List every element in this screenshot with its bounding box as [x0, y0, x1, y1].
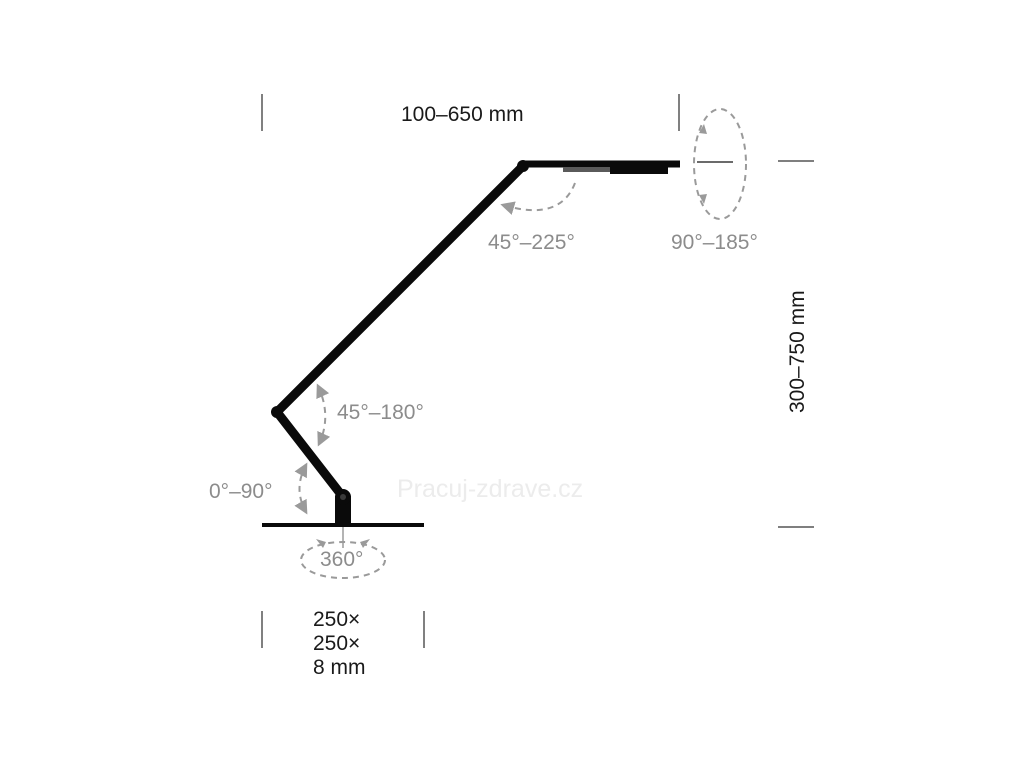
head-module [610, 166, 668, 174]
head-rotate-label: 90°–185° [671, 231, 758, 254]
lower-arm-indicator: 0°–90° [209, 462, 308, 515]
base-rotate-label: 360° [320, 548, 363, 571]
lower-arm-arrow [294, 462, 308, 515]
base-dimension: 250× 250× 8 mm [261, 608, 425, 679]
lamp [262, 160, 680, 548]
height-label: 300–750 mm [786, 290, 809, 413]
led-strip [563, 167, 611, 172]
base-rotate-arrow-left [316, 539, 326, 548]
upper-arm [272, 161, 528, 417]
head-tilt-label: 45°–225° [488, 231, 575, 254]
head-rotate-arrow-top [699, 124, 707, 134]
height-dimension: 300–750 mm [778, 160, 814, 528]
elbow-indicator: 45°–180° [316, 383, 424, 447]
base-label-line-2: 250× [313, 632, 360, 655]
elbow-joint [271, 406, 283, 418]
base-rotate-ellipse [300, 541, 386, 579]
head-tilt-arrow [500, 182, 576, 215]
head-rotate-indicator: 90°–185° [671, 108, 758, 254]
base-label-line-1: 250× [313, 608, 360, 631]
head-tilt-indicator: 45°–225° [488, 182, 576, 254]
reach-label: 100–650 mm [401, 103, 524, 126]
reach-dimension: 100–650 mm [261, 94, 680, 131]
head-rotate-ellipse [693, 108, 747, 220]
base-rotate-indicator: 360° [300, 539, 386, 579]
watermark: Pracuj-zdrave.cz [397, 475, 583, 503]
base-joint-inner [340, 494, 346, 500]
elbow-label: 45°–180° [337, 401, 424, 424]
base-label-line-3: 8 mm [313, 656, 366, 679]
elbow-arrow [316, 383, 331, 447]
top-joint [517, 160, 529, 172]
lower-arm-label: 0°–90° [209, 480, 273, 503]
head-rotate-arrow-bottom [699, 194, 707, 204]
lower-arm [272, 407, 348, 502]
base-rotate-arrow-right [360, 539, 370, 548]
